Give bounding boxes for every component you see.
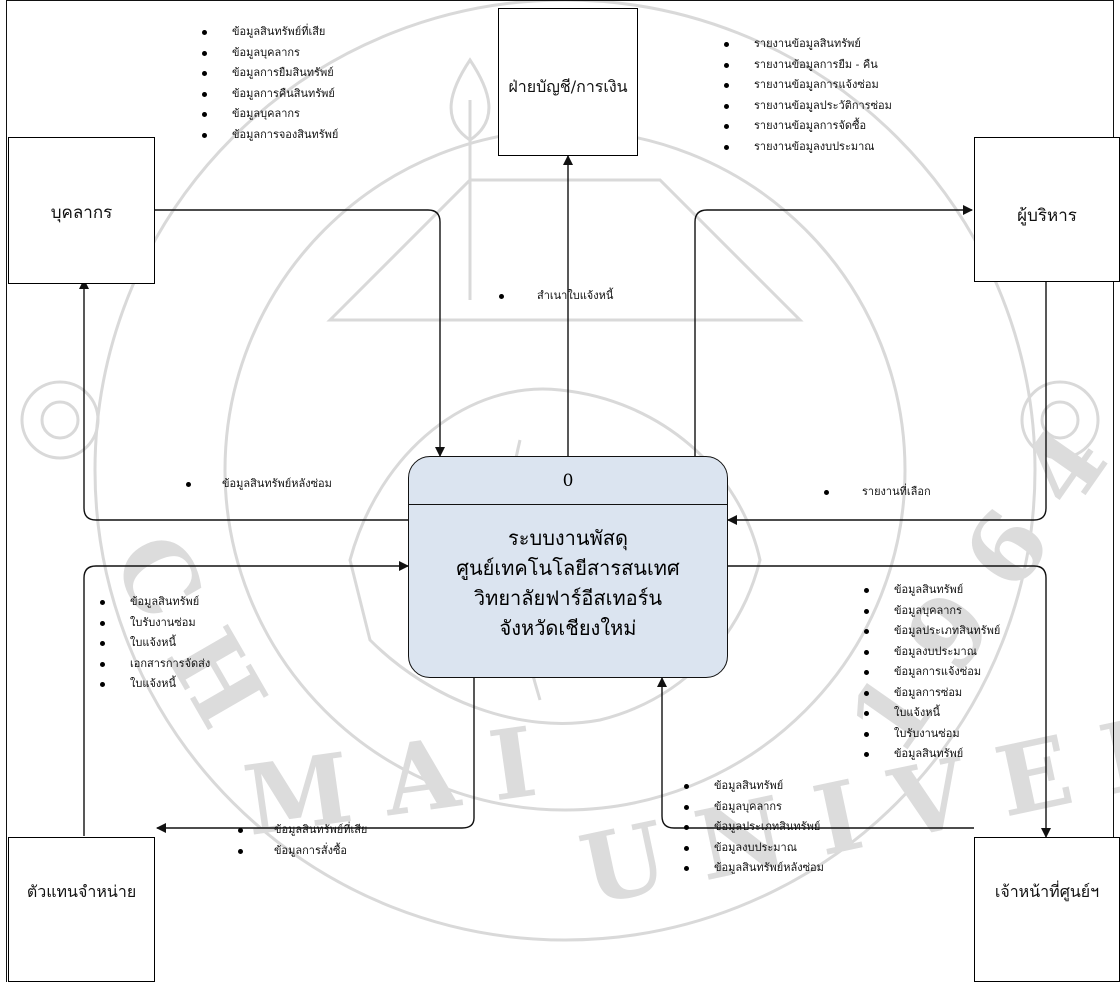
flow-label: ข้อมูลสินทรัพย์หลังซ่อม — [184, 474, 332, 495]
flow-labels-executive-to-system: รายงานที่เลือก — [822, 482, 931, 503]
flow-label: ข้อมูลการยืมสินทรัพย์ — [200, 63, 338, 84]
flow-label: ข้อมูลประเภทสินทรัพย์ — [682, 817, 824, 838]
entity-distributor-label: ตัวแทนจำหน่าย — [26, 882, 137, 901]
flow-label: ข้อมูลงบประมาณ — [862, 642, 1000, 663]
flow-labels-distributor-to-system: ข้อมูลสินทรัพย์ ใบรับงานซ่อม ใบแจ้งหนี้ … — [98, 592, 210, 695]
flow-label: ใบรับงานซ่อม — [862, 724, 1000, 745]
flow-label: รายงานข้อมูลการยืม - คืน — [722, 55, 892, 76]
flow-label: ข้อมูลบุคลากร — [862, 601, 1000, 622]
flow-label: ใบแจ้งหนี้ — [98, 633, 210, 654]
entity-center-staff: เจ้าหน้าที่ศูนย์ฯ — [974, 837, 1120, 982]
entity-executive-label: ผู้บริหาร — [1017, 206, 1077, 226]
flow-label: ข้อมูลงบประมาณ — [682, 838, 824, 859]
flow-label: ข้อมูลการแจ้งซ่อม — [862, 662, 1000, 683]
flow-staff-to-system — [657, 677, 974, 829]
flow-label: ใบแจ้งหนี้ — [98, 674, 210, 695]
flow-label: ข้อมูลการจองสินทรัพย์ — [200, 125, 338, 146]
flow-label: รายงานข้อมูลการแจ้งซ่อม — [722, 75, 892, 96]
flow-system-to-staff — [728, 565, 1051, 838]
flow-label: ใบแจ้งหนี้ — [862, 703, 1000, 724]
flow-label: ข้อมูลบุคลากร — [200, 104, 338, 125]
flow-labels-personnel-to-system: ข้อมูลสินทรัพย์ที่เสีย ข้อมูลบุคลากร ข้อ… — [200, 22, 338, 145]
flow-label: เอกสารการจัดส่ง — [98, 654, 210, 675]
process-name-line: ระบบงานพัสดุ — [508, 526, 628, 550]
flow-labels-system-to-finance: สำเนาใบแจ้งหนี้ — [497, 286, 613, 307]
flow-labels-system-to-executive: รายงานข้อมูลสินทรัพย์ รายงานข้อมูลการยืม… — [722, 34, 892, 157]
entity-distributor: ตัวแทนจำหน่าย — [8, 837, 155, 982]
process-number: 0 — [562, 471, 574, 491]
entity-personnel: บุคลากร — [8, 137, 155, 284]
flow-label: ข้อมูลบุคลากร — [682, 797, 824, 818]
flow-personnel-to-system — [155, 209, 445, 457]
flow-labels-system-to-distributor: ข้อมูลสินทรัพย์ที่เสีย ข้อมูลการสั่งซื้อ — [236, 820, 367, 861]
flow-executive-to-system — [727, 280, 1047, 525]
flow-labels-system-to-personnel: ข้อมูลสินทรัพย์หลังซ่อม — [184, 474, 332, 495]
flow-labels-system-to-staff: ข้อมูลสินทรัพย์ ข้อมูลบุคลากร ข้อมูลประเ… — [862, 580, 1000, 765]
flow-labels-staff-to-system: ข้อมูลสินทรัพย์ ข้อมูลบุคลากร ข้อมูลประเ… — [682, 776, 824, 879]
flow-system-to-personnel — [79, 279, 408, 521]
flow-label: ข้อมูลสินทรัพย์ — [98, 592, 210, 613]
flow-label: รายงานข้อมูลประวัติการซ่อม — [722, 96, 892, 117]
flow-label: ข้อมูลการคืนสินทรัพย์ — [200, 84, 338, 105]
flow-label: ข้อมูลการสั่งซื้อ — [236, 841, 367, 862]
entity-executive: ผู้บริหาร — [974, 137, 1120, 282]
flow-distributor-to-system — [83, 561, 409, 836]
flow-label: ข้อมูลสินทรัพย์หลังซ่อม — [682, 858, 824, 879]
entity-center-staff-label: เจ้าหน้าที่ศูนย์ฯ — [994, 882, 1100, 901]
frame-border — [6, 0, 1114, 982]
flow-label: รายงานข้อมูลการจัดซื้อ — [722, 116, 892, 137]
flow-label: รายงานข้อมูลสินทรัพย์ — [722, 34, 892, 55]
flow-label: ข้อมูลการซ่อม — [862, 683, 1000, 704]
flow-label: ข้อมูลสินทรัพย์ — [862, 580, 1000, 601]
flow-label: ข้อมูลสินทรัพย์ที่เสีย — [236, 820, 367, 841]
flow-label: รายงานข้อมูลงบประมาณ — [722, 137, 892, 158]
entity-finance-label: ฝ่ายบัญชี/การเงิน — [508, 77, 628, 96]
entity-personnel-label: บุคลากร — [50, 203, 113, 223]
process-name: ระบบงานพัสดุ ศูนย์เทคโนโลยีสารสนเทศ วิทย… — [409, 523, 727, 643]
process-name-line: ศูนย์เทคโนโลยีสารสนเทศ — [456, 556, 680, 580]
flow-label: ข้อมูลบุคลากร — [200, 43, 338, 64]
flow-label: ใบรับงานซ่อม — [98, 613, 210, 634]
process-name-line: วิทยาลัยฟาร์อีสเทอร์น — [473, 586, 663, 610]
flow-label: ข้อมูลสินทรัพย์ที่เสีย — [200, 22, 338, 43]
flow-label: ข้อมูลสินทรัพย์ — [682, 776, 824, 797]
flow-system-to-executive — [694, 205, 973, 456]
process-divider — [409, 504, 727, 505]
flow-label: ข้อมูลสินทรัพย์ — [862, 744, 1000, 765]
flow-system-to-distributor — [156, 678, 475, 833]
process-0: 0 ระบบงานพัสดุ ศูนย์เทคโนโลยีสารสนเทศ วิ… — [408, 456, 728, 678]
entity-finance: ฝ่ายบัญชี/การเงิน — [498, 8, 638, 156]
flow-label: ข้อมูลประเภทสินทรัพย์ — [862, 621, 1000, 642]
flow-label: รายงานที่เลือก — [822, 482, 931, 503]
process-name-line: จังหวัดเชียงใหม่ — [499, 616, 637, 640]
flow-label: สำเนาใบแจ้งหนี้ — [497, 286, 613, 307]
